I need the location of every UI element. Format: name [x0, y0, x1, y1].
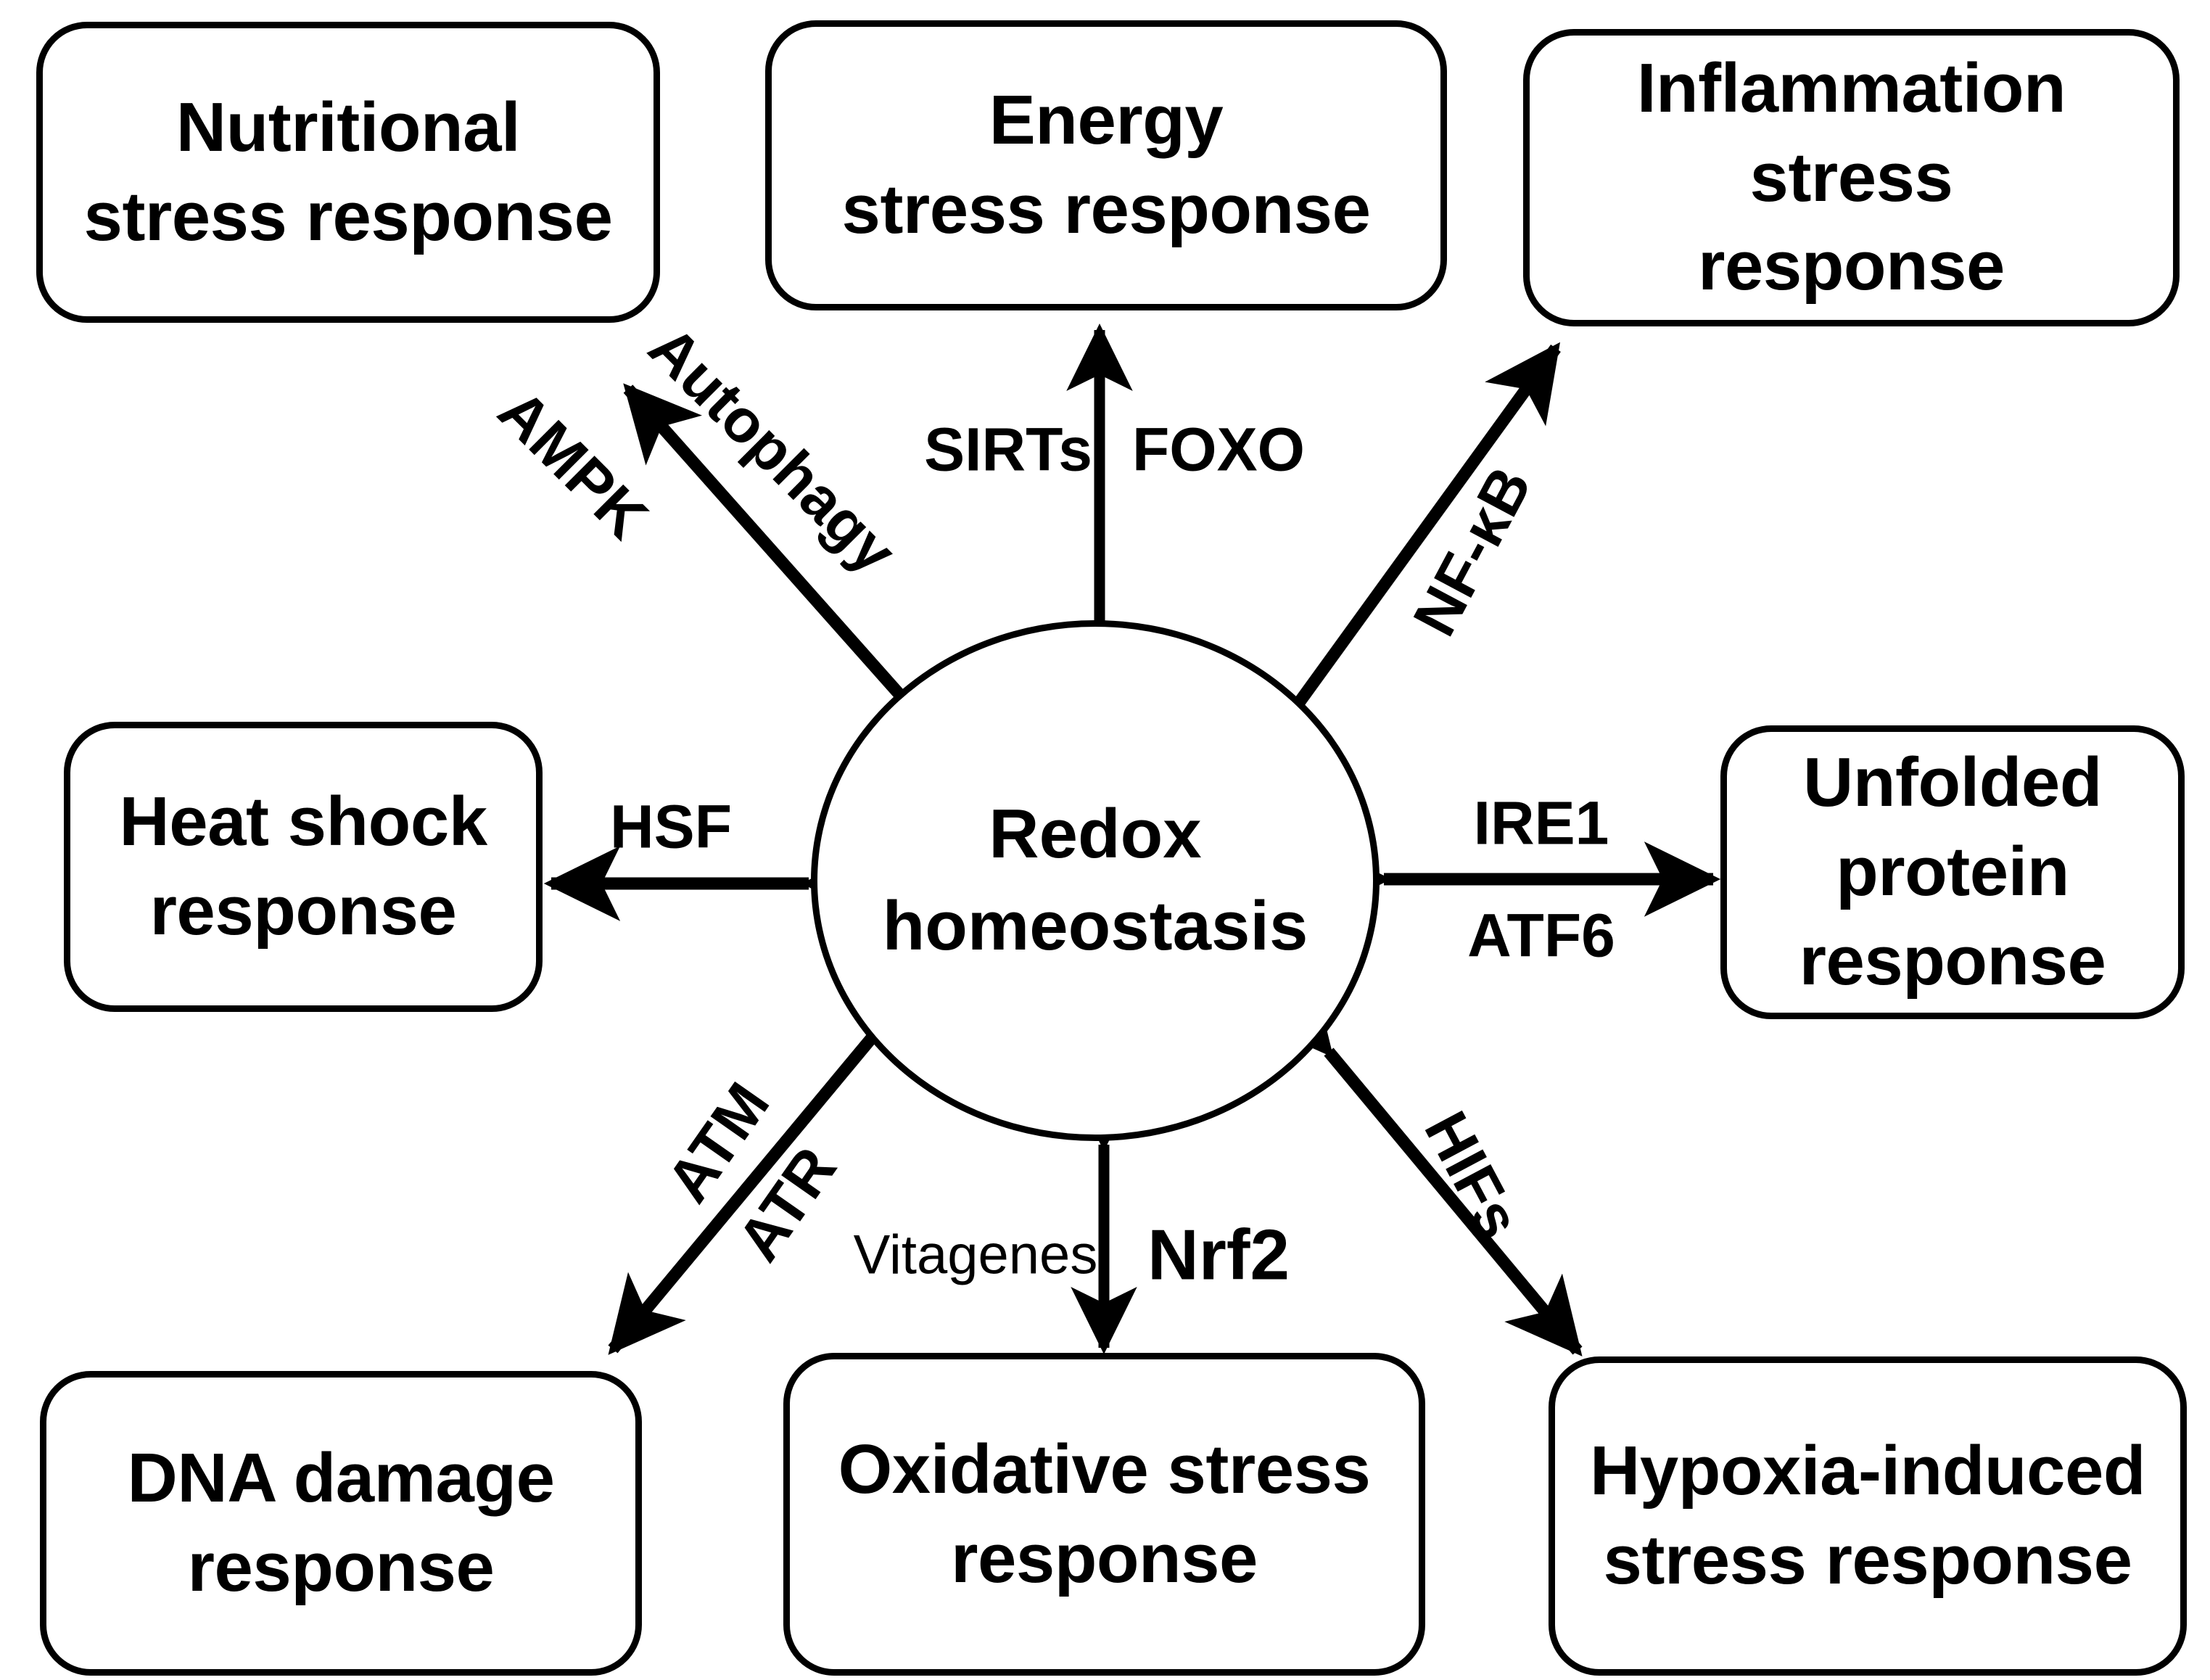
node-label: Heat shock response	[119, 783, 487, 950]
node-inflammation-stress-response[interactable]: Inflammation stress response	[1523, 29, 2180, 326]
node-label: Oxidative stress response	[838, 1430, 1371, 1597]
node-label: Inflammation stress response	[1636, 49, 2066, 305]
center-node-label: Redox homeostasis	[882, 795, 1308, 965]
node-oxidative-stress-response[interactable]: Oxidative stress response	[783, 1353, 1425, 1676]
node-unfolded-protein-response[interactable]: Unfolded protein response	[1720, 725, 2185, 1019]
edge-label-vitagenes: Vitagenes	[853, 1224, 1098, 1286]
arrow-center-dnadamage	[608, 949, 954, 1355]
node-redox-homeostasis[interactable]: Redox homeostasis	[811, 620, 1380, 1141]
node-dna-damage-response[interactable]: DNA damage response	[40, 1371, 642, 1676]
node-label: Unfolded protein response	[1799, 744, 2106, 1000]
node-hypoxia-induced-stress-response[interactable]: Hypoxia-induced stress response	[1549, 1356, 2187, 1676]
node-label: Nutritional stress response	[83, 88, 613, 255]
node-label: DNA damage response	[127, 1439, 555, 1606]
node-label: Energy stress response	[841, 81, 1371, 248]
arrow-center-inflammation	[1227, 342, 1561, 782]
edge-label-foxo: FOXO	[1131, 415, 1306, 484]
edge-label-hsf: HSF	[610, 792, 732, 861]
node-label: Hypoxia-induced stress response	[1590, 1432, 2145, 1599]
node-heat-shock-response[interactable]: Heat shock response	[64, 722, 543, 1012]
arrow-center-hypoxia	[1256, 974, 1583, 1356]
arrow-center-nutritional	[623, 383, 978, 777]
edge-label-ire1: IRE1	[1473, 788, 1609, 857]
node-nutritional-stress-response[interactable]: Nutritional stress response	[36, 22, 660, 323]
node-energy-stress-response[interactable]: Energy stress response	[765, 20, 1447, 310]
edge-label-nrf2: Nrf2	[1147, 1214, 1290, 1295]
edge-label-atf6: ATF6	[1467, 901, 1615, 970]
edge-label-sirts: SIRTs	[924, 415, 1092, 484]
